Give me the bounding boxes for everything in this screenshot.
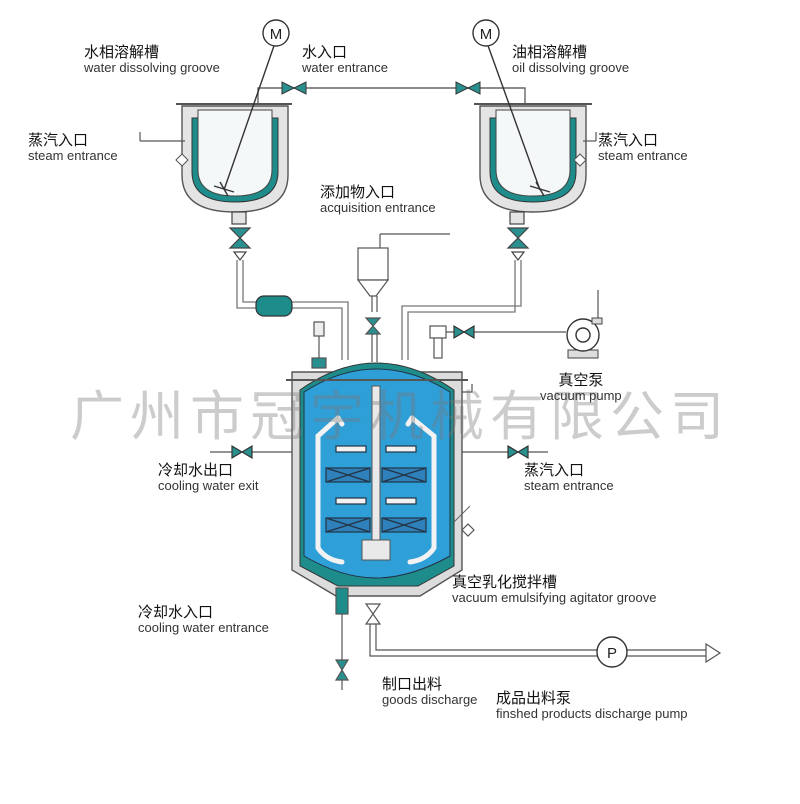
water-tank-outlet — [228, 211, 252, 261]
label-vacuum-pump: 真空泵 vacuum pump — [540, 371, 622, 404]
label-en: water entrance — [302, 60, 388, 76]
label-steam-entrance-right: 蒸汽入口 steam entrance — [598, 131, 688, 164]
label-cn: 蒸汽入口 — [524, 461, 585, 479]
company-watermark: 广州市冠宇机械有限公司 — [70, 385, 730, 448]
water-inlet-pipe — [257, 87, 526, 104]
steam-inlet-pipe — [462, 444, 548, 460]
water-tank-agitator — [213, 39, 277, 197]
water-tank-motor: M — [262, 19, 290, 47]
transfer-pump — [255, 295, 293, 317]
label-water-dissolving-tank: 水相溶解槽 water dissolving groove — [84, 43, 220, 76]
water-dissolving-tank — [139, 103, 292, 213]
motor-letter-right: M — [480, 26, 493, 43]
motor-letter-left: M — [270, 26, 283, 43]
label-en: cooling water exit — [158, 478, 259, 494]
label-steam-entrance-left: 蒸汽入口 steam entrance — [28, 131, 118, 164]
oil-tank-pipe — [401, 260, 522, 360]
oil-tank-outlet — [506, 211, 530, 261]
vacuum-line — [429, 290, 599, 359]
water-tank-pipe — [236, 260, 349, 360]
label-en: steam entrance — [524, 478, 614, 494]
label-discharge-pump: 成品出料泵 finshed products discharge pump — [496, 689, 688, 722]
label-cn: 油相溶解槽 — [512, 43, 588, 61]
label-cn: 冷却水入口 — [138, 603, 214, 621]
label-cn: 制口出料 — [382, 675, 443, 693]
vacuum-pump — [566, 317, 603, 359]
label-cn: 水入口 — [302, 43, 348, 61]
label-en: steam entrance — [598, 148, 688, 164]
water-inlet-valve-left — [281, 81, 307, 95]
label-en: steam entrance — [28, 148, 118, 164]
discharge-line — [364, 603, 722, 664]
vessel-scraper-arms — [315, 415, 437, 565]
additive-funnel — [356, 233, 450, 362]
label-oil-dissolving-tank: 油相溶解槽 oil dissolving groove — [512, 43, 630, 76]
label-goods-discharge: 制口出料 goods discharge — [382, 675, 478, 708]
label-leader-lines — [453, 505, 471, 523]
label-en: finshed products discharge pump — [496, 706, 688, 722]
oil-dissolving-tank — [474, 103, 597, 213]
label-en: acquisition entrance — [320, 200, 436, 216]
discharge-pump: P — [596, 636, 628, 668]
pump-letter: P — [607, 645, 617, 662]
label-en: water dissolving groove — [84, 60, 220, 76]
label-cn: 真空乳化搅拌槽 — [452, 573, 558, 591]
label-cn: 添加物入口 — [320, 183, 396, 201]
label-cn: 蒸汽入口 — [28, 131, 89, 149]
label-water-entrance: 水入口 water entrance — [302, 43, 388, 76]
label-en: vacuum emulsifying agitator groove — [452, 590, 657, 606]
label-en: cooling water entrance — [138, 620, 269, 636]
label-cn: 成品出料泵 — [496, 689, 572, 707]
label-en: goods discharge — [382, 692, 478, 708]
oil-tank-agitator — [485, 39, 551, 197]
vessel-top-fittings — [311, 321, 475, 537]
cooling-water-exit-pipe — [210, 444, 292, 460]
label-cooling-water-exit: 冷却水出口 cooling water exit — [158, 461, 259, 494]
label-vacuum-emulsifying-agitator: 真空乳化搅拌槽 vacuum emulsifying agitator groo… — [452, 573, 657, 606]
label-en: oil dissolving groove — [512, 60, 630, 76]
water-inlet-valve-right — [455, 81, 481, 95]
label-cn: 蒸汽入口 — [598, 131, 659, 149]
label-acquisition-entrance: 添加物入口 acquisition entrance — [320, 183, 436, 216]
vessel-paddles — [325, 445, 427, 533]
label-cn: 真空泵 — [558, 371, 604, 389]
vessel-shaft — [361, 385, 391, 561]
cooling-water-inlet-pipe — [334, 587, 350, 690]
oil-tank-motor: M — [472, 19, 500, 47]
label-cn: 冷却水出口 — [158, 461, 234, 479]
label-cn: 水相溶解槽 — [84, 43, 160, 61]
label-en: vacuum pump — [540, 388, 622, 404]
label-cooling-water-entrance: 冷却水入口 cooling water entrance — [138, 603, 269, 636]
label-steam-entrance-main: 蒸汽入口 steam entrance — [524, 461, 614, 494]
